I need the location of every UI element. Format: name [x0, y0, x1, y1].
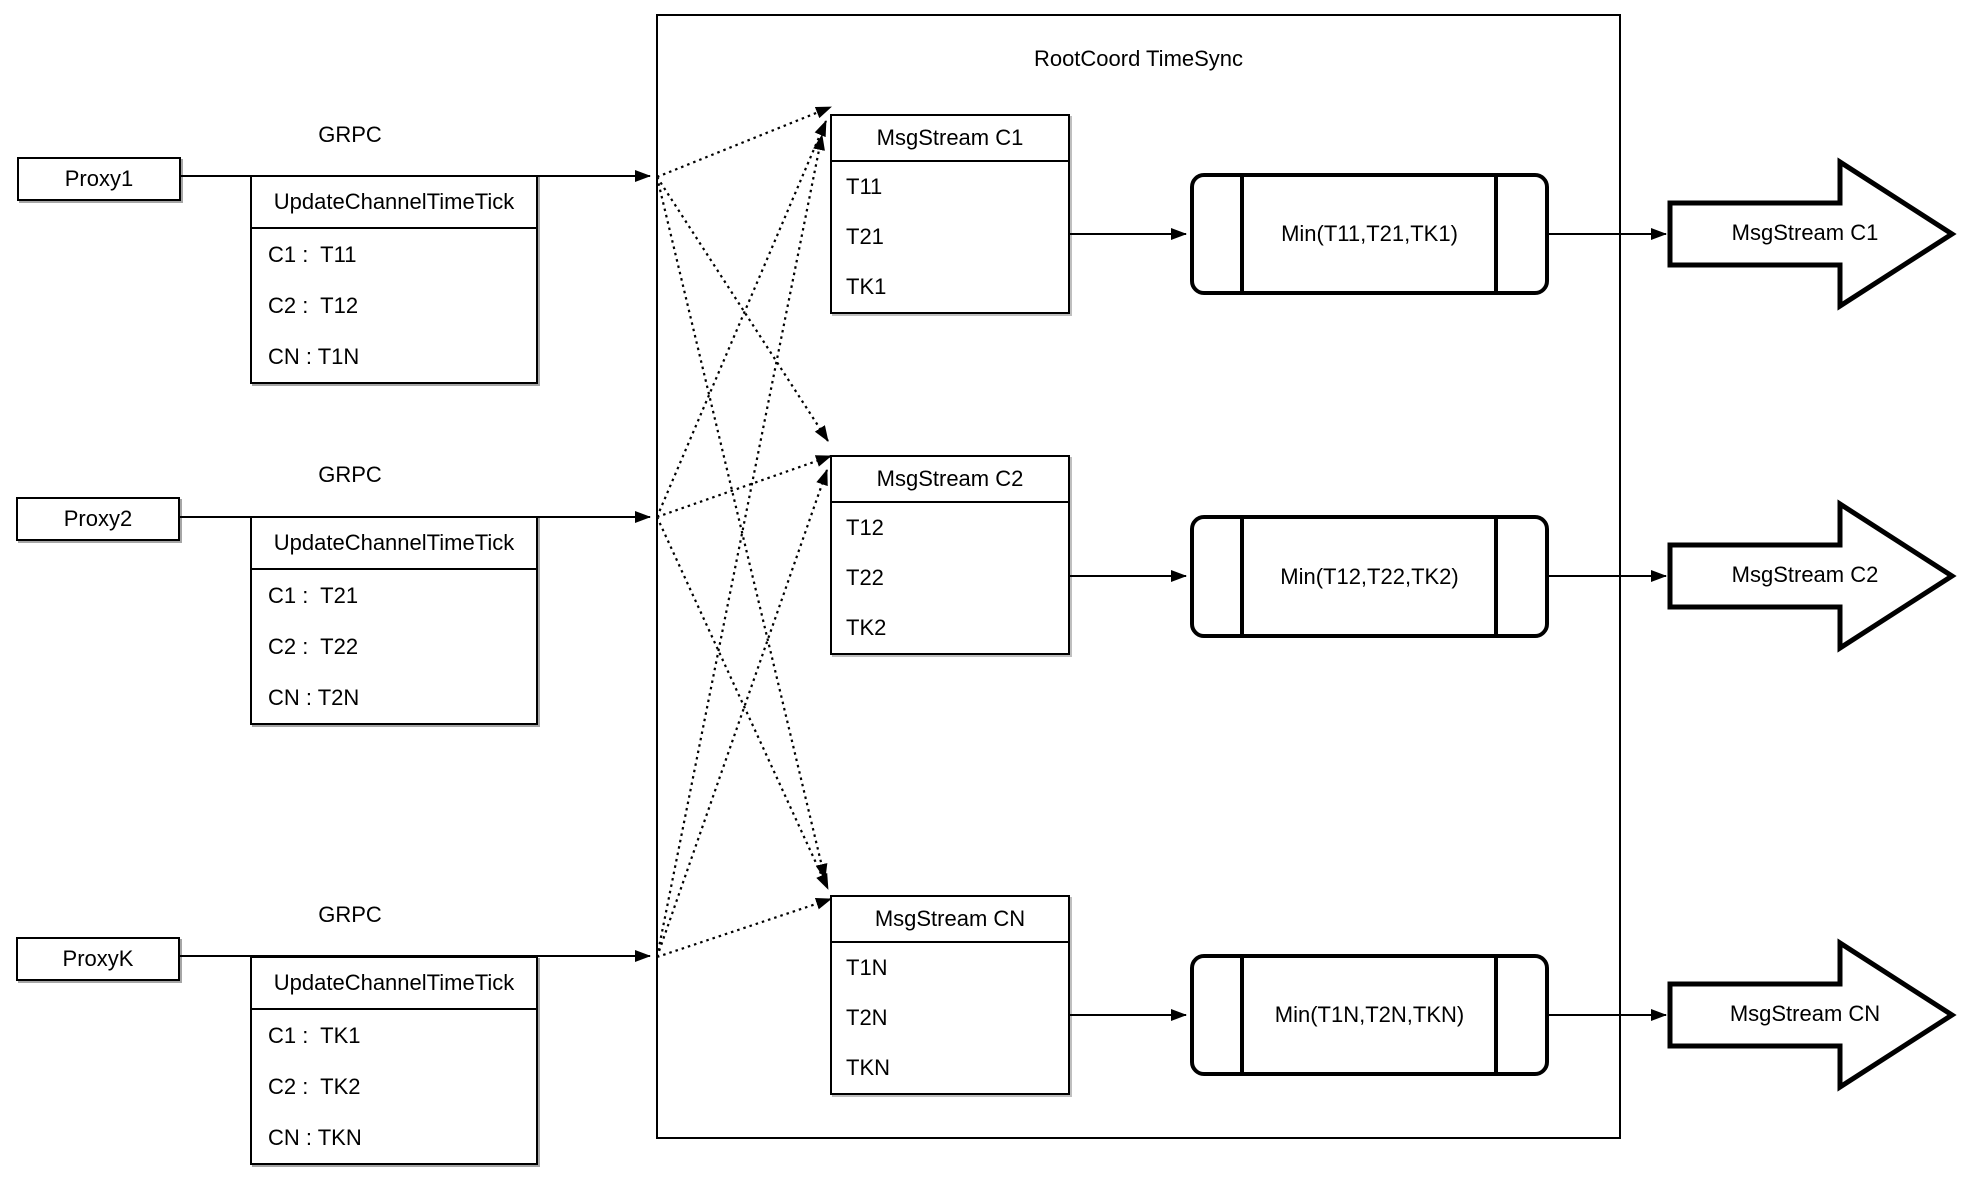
msgstream-cn-row: T1N	[846, 955, 888, 980]
min-cn-label: Min(T1N,T2N,TKN)	[1274, 1002, 1465, 1027]
msgstream-c1-header: MsgStream C1	[832, 116, 1068, 162]
min-c1-label: Min(T11,T21,TK1)	[1281, 221, 1458, 246]
output-arrow-c2-shape	[1667, 499, 1957, 653]
proxy1-timetick-row: CN : T1N	[268, 343, 360, 369]
msgstream-cn-header: MsgStream CN	[832, 897, 1068, 943]
msgstream-c2-table: MsgStream C2 T12 T22 TK2	[830, 455, 1070, 655]
rootcoord-timesync-title: RootCoord TimeSync	[1033, 46, 1244, 71]
min-c2-right-divider	[1494, 519, 1498, 634]
proxy2-timetick-row: C1 : T21	[268, 582, 359, 608]
msgstream-c2-header: MsgStream C2	[832, 457, 1068, 503]
proxy1-timetick-table: UpdateChannelTimeTick C1 : T11 C2 : T12 …	[250, 175, 538, 384]
rootcoord-timesync-box: RootCoord TimeSync	[656, 14, 1621, 1139]
min-c2-left-divider	[1240, 519, 1244, 634]
msgstream-cn-row: T2N	[846, 1005, 888, 1030]
min-c2-box: Min(T12,T22,TK2)	[1190, 515, 1549, 638]
output-arrow-c1-label: MsgStream C1	[1731, 220, 1879, 245]
proxy1-timetick-header: UpdateChannelTimeTick	[252, 177, 536, 229]
grpc-label-2: GRPC	[318, 462, 382, 487]
msgstream-cn-row: TKN	[846, 1055, 890, 1080]
min-c2-label: Min(T12,T22,TK2)	[1280, 563, 1459, 589]
dotted-arrow-proxyk-cn	[656, 897, 832, 959]
proxy1-box: Proxy1	[17, 157, 181, 201]
proxy1-timetick-row: C2 : T12	[268, 292, 359, 318]
msgstream-c1-row: T21	[846, 224, 884, 249]
msgstream-c2-row: TK2	[846, 615, 887, 640]
msgstream-c1-table: MsgStream C1 T11 T21 TK1	[830, 114, 1070, 314]
proxy2-timetick-header: UpdateChannelTimeTick	[252, 518, 536, 570]
output-arrow-cn-label: MsgStream CN	[1729, 1001, 1881, 1026]
proxyk-timetick-header: UpdateChannelTimeTick	[252, 958, 536, 1010]
proxyk-timetick-table: UpdateChannelTimeTick C1 : TK1 C2 : TK2 …	[250, 956, 538, 1165]
proxyk-timetick-row: C1 : TK1	[268, 1022, 361, 1048]
msgstream-c1-row: TK1	[846, 274, 887, 299]
min-cn-right-divider	[1494, 958, 1498, 1072]
proxy2-box: Proxy2	[16, 497, 180, 541]
dotted-arrow-proxyk-c2	[655, 469, 829, 958]
proxy2-timetick-row: C2 : T22	[268, 633, 359, 659]
msgstream-c2-row: T22	[846, 565, 884, 590]
min-cn-box: Min(T1N,T2N,TKN)	[1190, 954, 1549, 1076]
proxyk-timetick-row: C2 : TK2	[268, 1073, 361, 1099]
proxy1-label: Proxy1	[64, 166, 134, 191]
min-cn-left-divider	[1240, 958, 1244, 1072]
grpc-label-3: GRPC	[318, 902, 382, 927]
msgstream-c1-row: T11	[846, 174, 883, 199]
proxyk-label: ProxyK	[62, 946, 134, 971]
proxy2-timetick-table: UpdateChannelTimeTick C1 : T21 C2 : T22 …	[250, 516, 538, 725]
grpc-label-1: GRPC	[318, 122, 382, 147]
output-arrow-c2-label: MsgStream C2	[1731, 562, 1879, 587]
min-c1-left-divider	[1240, 177, 1244, 291]
dotted-arrow-proxy1-c2	[656, 176, 829, 442]
min-c1-right-divider	[1494, 177, 1498, 291]
proxy2-timetick-row: CN : T2N	[268, 684, 360, 710]
output-arrow-c1-shape	[1667, 157, 1957, 311]
dotted-arrow-proxy2-c1	[655, 120, 828, 518]
proxy2-label: Proxy2	[63, 506, 133, 531]
output-arrow-cn-shape	[1667, 938, 1957, 1092]
msgstream-c2-row: T12	[846, 515, 884, 540]
proxy1-timetick-row: C1 : T11	[268, 241, 357, 267]
min-c1-box: Min(T11,T21,TK1)	[1190, 173, 1549, 295]
proxyk-box: ProxyK	[16, 937, 180, 981]
msgstream-cn-table: MsgStream CN T1N T2N TKN	[830, 895, 1070, 1095]
dotted-arrow-proxy1-c1	[656, 105, 832, 179]
dotted-arrow-proxy2-c2	[656, 454, 832, 519]
proxyk-timetick-row: CN : TKN	[268, 1124, 362, 1150]
